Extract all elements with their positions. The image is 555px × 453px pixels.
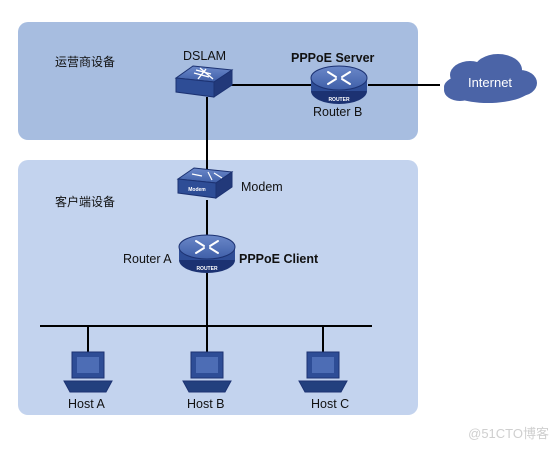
pppoe-server-label: PPPoE Server — [291, 51, 375, 65]
host-a-icon — [63, 351, 113, 393]
router-b-icon — [310, 65, 368, 104]
internet-label: Internet — [468, 75, 512, 90]
modem-label: Modem — [241, 180, 283, 194]
watermark: @51CTO博客 — [468, 426, 549, 441]
host-c-label: Host C — [311, 397, 350, 411]
host-b-label: Host B — [187, 397, 225, 411]
router-b-label: Router B — [313, 105, 363, 119]
host-b-icon — [182, 351, 232, 393]
modem-badge: Modem — [188, 187, 206, 193]
links — [40, 84, 440, 352]
pppoe-client-label: PPPoE Client — [239, 252, 319, 266]
router-a-icon — [178, 234, 236, 273]
router-a-badge: ROUTER — [196, 266, 218, 272]
modem-icon — [176, 167, 234, 199]
host-a-label: Host A — [68, 397, 105, 411]
provider-zone-label: 运营商设备 — [55, 55, 116, 69]
customer-zone-label: 客户端设备 — [55, 195, 116, 209]
internet-cloud-icon — [444, 54, 537, 103]
dslam-label: DSLAM — [183, 49, 227, 63]
customer-zone — [18, 160, 418, 415]
router-b-badge: ROUTER — [328, 97, 350, 103]
dslam-icon — [174, 65, 234, 98]
host-c-icon — [298, 351, 348, 393]
router-a-label: Router A — [123, 252, 172, 266]
